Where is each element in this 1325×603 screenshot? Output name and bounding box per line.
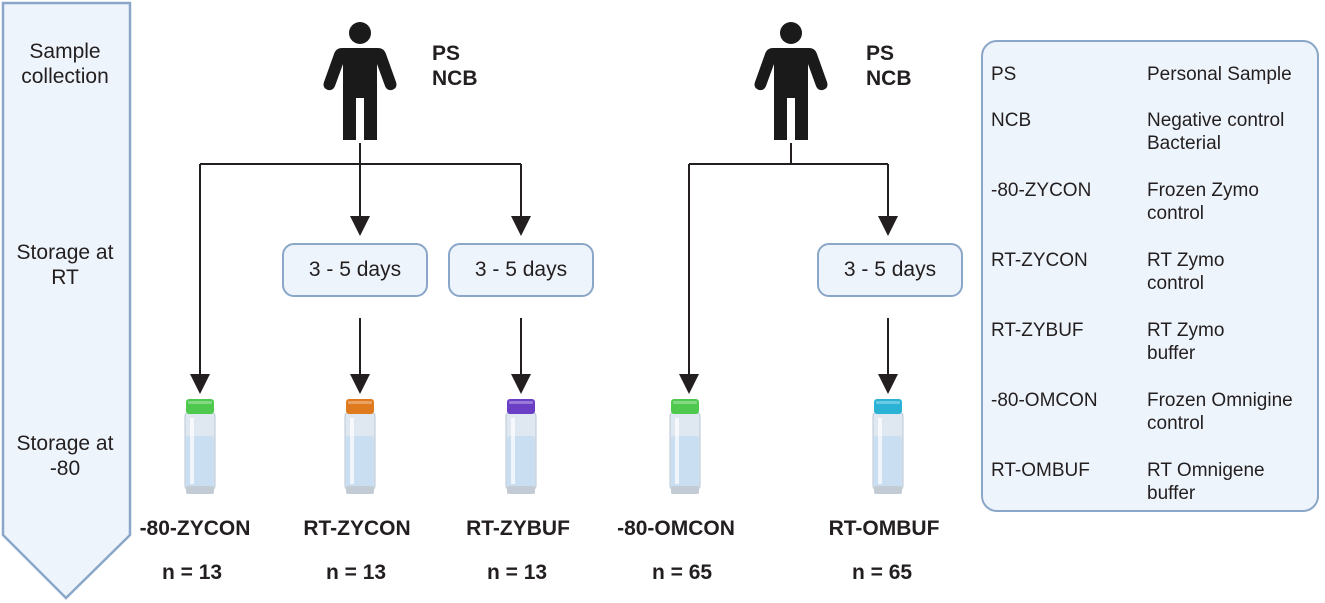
legend-key: PS <box>991 64 1017 85</box>
stage-sample-collection: Sample collection <box>21 40 109 88</box>
stage-chevron-arrow <box>1 1 132 600</box>
tube-label: RT-ZYCON <box>303 517 411 540</box>
incubation-box: 3 - 5 days <box>817 243 963 297</box>
person-icon <box>323 22 397 140</box>
legend-value: Frozen Omnigine control <box>1147 390 1293 434</box>
legend-value: Personal Sample <box>1147 64 1292 85</box>
incubation-box: 3 - 5 days <box>282 243 428 297</box>
sample-count: n = 13 <box>325 561 387 584</box>
person-icon <box>754 22 828 140</box>
legend-key: NCB <box>991 110 1032 131</box>
sample-count: n = 65 <box>851 561 913 584</box>
tube-label: RT-OMBUF <box>828 517 940 540</box>
sample-tube-icon <box>669 399 701 494</box>
stage-storage-80: Storage at -80 <box>16 432 114 480</box>
legend-key: RT-ZYBUF <box>991 320 1084 341</box>
stage-storage-rt: Storage at RT <box>16 241 114 289</box>
legend-key: -80-OMCON <box>991 390 1098 411</box>
legend-key: RT-ZYCON <box>991 250 1088 271</box>
legend-value: Frozen Zymo control <box>1147 180 1259 224</box>
sample-tube-icon <box>505 399 537 494</box>
tube-label: -80-OMCON <box>617 517 735 540</box>
legend-value: RT Zymo buffer <box>1147 320 1225 364</box>
sample-count: n = 13 <box>486 561 548 584</box>
sample-count: n = 65 <box>651 561 713 584</box>
sample-count: n = 13 <box>161 561 223 584</box>
sample-tube-icon <box>872 399 904 494</box>
incubation-box: 3 - 5 days <box>448 243 594 297</box>
sample-tube-icon <box>344 399 376 494</box>
legend-key: RT-OMBUF <box>991 460 1090 481</box>
legend-value: RT Zymo control <box>1147 250 1225 294</box>
sample-tube-icon <box>184 399 216 494</box>
tube-label: RT-ZYBUF <box>466 517 570 540</box>
legend-key: -80-ZYCON <box>991 180 1092 201</box>
legend-value: Negative control Bacterial <box>1147 110 1285 154</box>
legend-value: RT Omnigene buffer <box>1147 460 1265 504</box>
tube-label: -80-ZYCON <box>139 517 251 540</box>
